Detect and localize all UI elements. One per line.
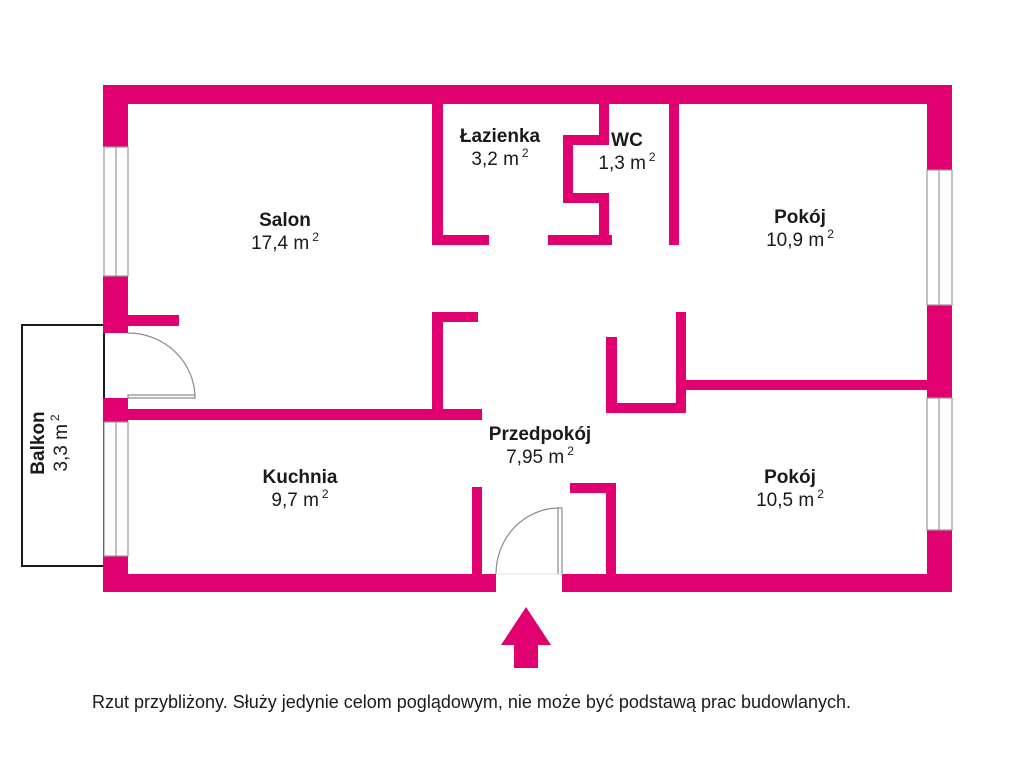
hall-stub-left — [472, 487, 482, 575]
windows — [103, 146, 953, 557]
outer-wall-bottom-right — [562, 574, 952, 592]
area-exponent: 2 — [567, 443, 574, 458]
room-area: 10,9 m — [766, 229, 825, 251]
room-area: 10,5 m — [756, 489, 815, 511]
bathroom-bottom-left — [432, 235, 489, 245]
room-name: Kuchnia — [262, 467, 338, 488]
room-area: 1,3 m — [598, 152, 646, 174]
room-name: Łazienka — [459, 126, 541, 147]
outer-wall-right-3 — [927, 530, 952, 592]
outer-wall-left-1 — [103, 85, 128, 147]
hall-wall-right — [606, 483, 616, 575]
balcony-outline — [21, 324, 105, 567]
bathroom-bottom-right — [548, 235, 612, 245]
outer-wall-left-4 — [103, 556, 128, 592]
room-area: 3,3 m — [50, 424, 72, 472]
arrow-up-icon — [501, 607, 551, 668]
balcony-door — [127, 332, 196, 399]
wc-divider-1 — [599, 103, 609, 145]
outer-wall-bottom-left — [103, 574, 496, 592]
kitchen-top-wall — [128, 409, 482, 420]
salon-stub-wall — [128, 315, 179, 326]
area-exponent: 2 — [521, 145, 529, 160]
wc-divider-5 — [599, 193, 609, 245]
room-name: Salon — [259, 210, 311, 231]
wc-divider-4 — [563, 193, 609, 203]
u-wall-bottom — [606, 403, 686, 413]
wc-divider-2 — [563, 135, 609, 145]
area-exponent: 2 — [47, 414, 62, 422]
hall-wall-top — [570, 483, 616, 493]
rooms-divider-wall — [686, 380, 927, 390]
u-wall-left — [606, 337, 617, 413]
entrance-door — [495, 507, 563, 575]
outer-wall-left-2 — [103, 276, 128, 333]
wc-right-wall — [669, 103, 679, 245]
closet-wall-top — [432, 312, 478, 322]
room-area: 7,95 m — [506, 446, 565, 468]
disclaimer-text: Rzut przybliżony. Służy jedynie celom po… — [92, 692, 852, 712]
outer-wall-right-1 — [927, 85, 952, 170]
area-exponent: 2 — [312, 229, 319, 244]
outer-wall-left-3 — [103, 398, 128, 422]
bathroom-left-wall — [432, 103, 443, 245]
room-name: Balkon — [28, 411, 49, 475]
area-exponent: 2 — [321, 486, 329, 501]
room-name: Pokój — [764, 467, 816, 488]
area-exponent: 2 — [817, 486, 824, 501]
room-area: 9,7 m — [271, 489, 319, 511]
room-name: Pokój — [774, 207, 826, 228]
area-exponent: 2 — [827, 226, 834, 241]
room-area: 17,4 m — [251, 232, 310, 254]
room-area: 3,2 m — [471, 148, 519, 170]
room-balkon: Balkon 3,3 m 2 — [28, 398, 98, 488]
u-wall-right — [676, 312, 686, 413]
wc-divider-3 — [563, 135, 573, 203]
closet-wall-vertical — [432, 312, 443, 420]
walls — [103, 85, 952, 592]
area-exponent: 2 — [648, 149, 656, 164]
room-name: WC — [611, 130, 643, 151]
outer-wall-right-2 — [927, 305, 952, 398]
room-name: Przedpokój — [488, 424, 592, 445]
outer-wall-top — [103, 85, 952, 104]
